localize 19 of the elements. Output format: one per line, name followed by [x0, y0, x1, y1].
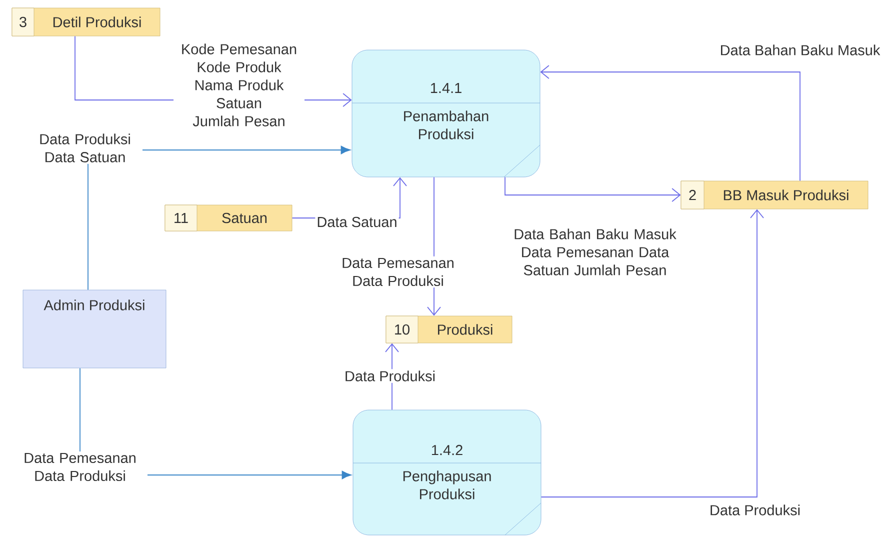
edge-label: Data Produksi	[708, 503, 802, 517]
arrow	[540, 209, 764, 498]
edge-label: Data Satuan	[315, 215, 399, 229]
data-store: 2 BB Masuk Produksi	[680, 180, 868, 210]
edge-label: Kode Pemesanan Kode Produk Nama Produk Satuan Jumlah Pesan	[174, 42, 304, 128]
data-store: 11 Satuan	[164, 204, 292, 232]
edge-label: Data Produksi Data Satuan	[28, 132, 142, 164]
arrow	[504, 176, 681, 202]
edge-label: Data Pemesanan Data Produksi	[12, 451, 148, 483]
data-store: 3 Detil Produksi	[12, 8, 160, 36]
edge-label: Data Pemesanan Data Produksi	[330, 256, 466, 288]
external-entity-box: Admin Produksi	[22, 290, 166, 368]
process-box: 1.4.1 Penambahan Produksi	[352, 50, 540, 178]
edge-label: Data Produksi	[342, 369, 438, 383]
process-box: 1.4.2 Penghapusan Produksi	[352, 410, 542, 536]
data-store: 10 Produksi	[386, 316, 512, 344]
edge-label: Data Bahan Baku Masuk	[718, 43, 882, 57]
edge-label: Data Bahan Baku Masuk Data Pemesanan Data Satuan Jumlah Pesan	[502, 227, 688, 277]
arrow	[540, 65, 800, 182]
